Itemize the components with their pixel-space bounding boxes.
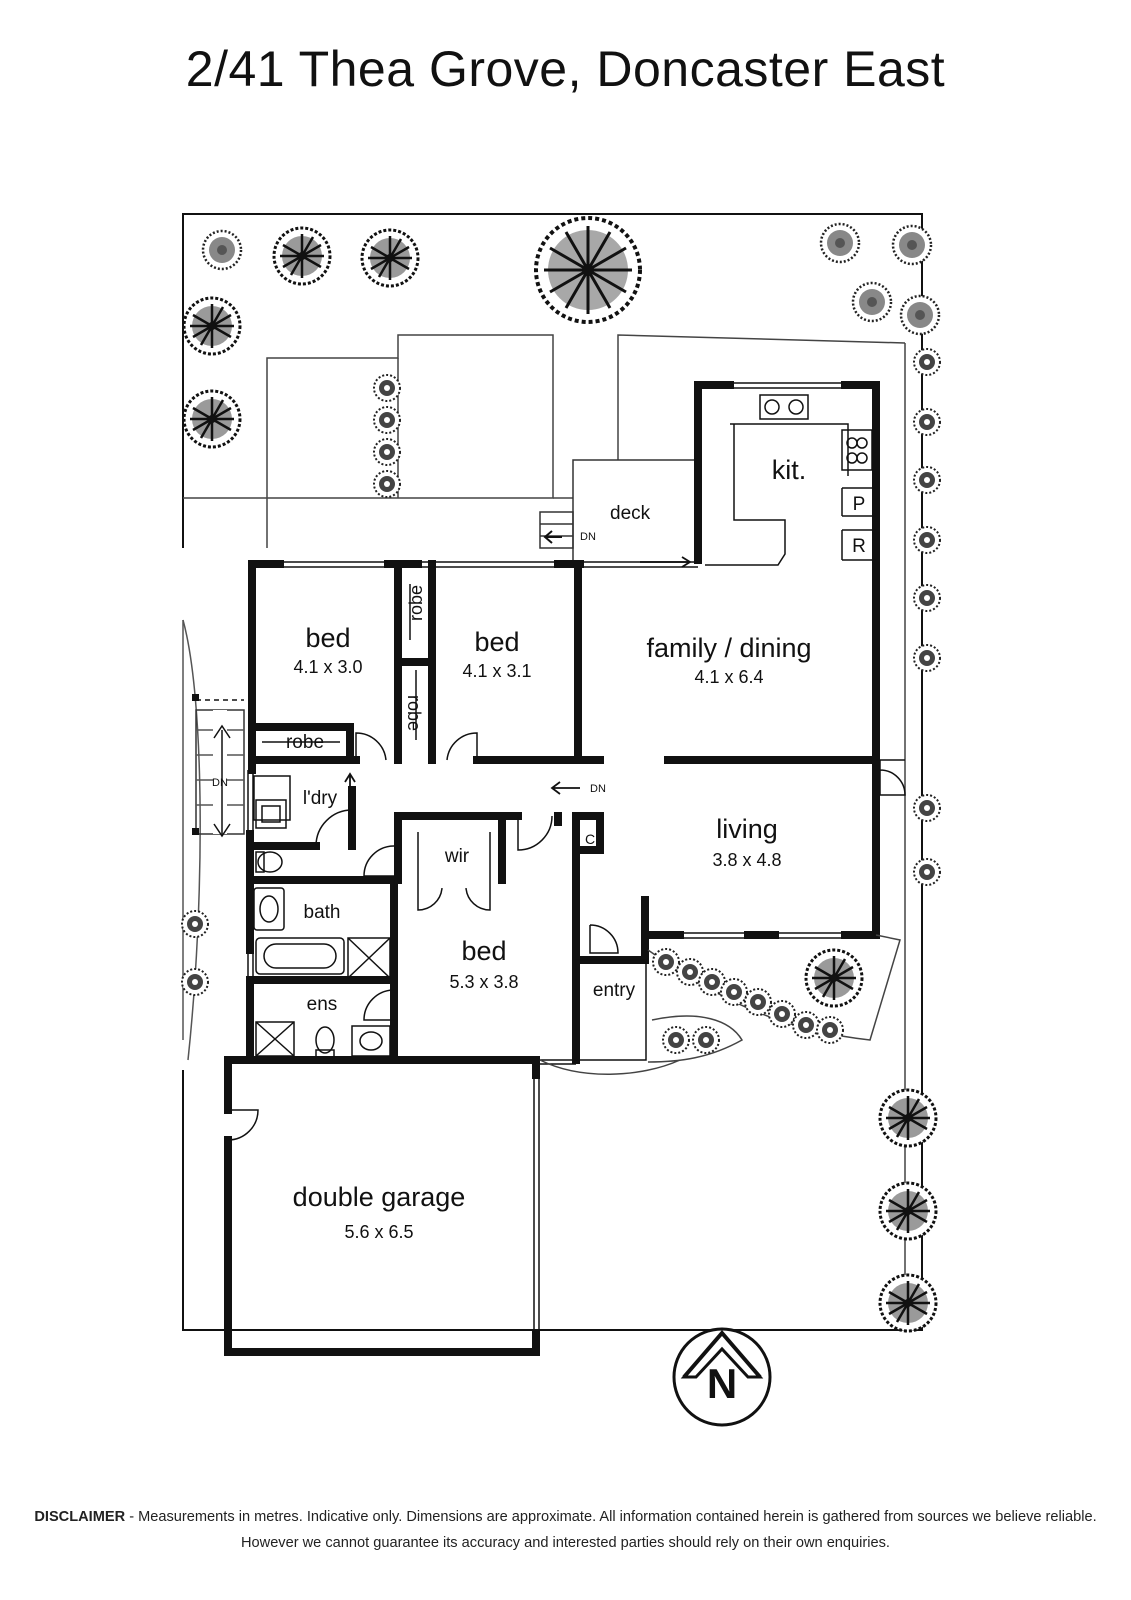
disclaimer-heading: DISCLAIMER (34, 1509, 126, 1525)
deck-area (539, 459, 698, 560)
windows-and-fittings (227, 382, 906, 1334)
hall-down-label: DN (590, 783, 606, 795)
cupboard-label: C (585, 831, 595, 847)
bed2-dims: 4.1 x 3.1 (462, 661, 531, 681)
stair-arrows (344, 556, 692, 800)
property-address-title: 2/41 Thea Grove, Doncaster East (185, 41, 946, 97)
pantry-label: P (853, 494, 866, 515)
garage-name: double garage (293, 1182, 466, 1212)
north-arrow-label: N (707, 1360, 737, 1407)
bed2-name: bed (474, 627, 519, 657)
ensuite-label: ens (307, 994, 338, 1015)
living-name: living (716, 814, 778, 844)
robe-label-upper: robe (406, 585, 426, 621)
landscaping (181, 216, 941, 1333)
side-path (182, 619, 245, 1061)
entry-label: entry (593, 980, 636, 1001)
bed3-dims: 5.3 x 3.8 (449, 972, 518, 992)
garage-dims: 5.6 x 6.5 (344, 1222, 413, 1242)
disclaimer-text: - Measurements in metres. Indicative onl… (125, 1509, 1097, 1551)
property-boundary (182, 213, 923, 1331)
north-arrow-icon (672, 1327, 772, 1427)
neighbour-outlines (183, 334, 906, 548)
deck-stair-arrow-icon (543, 530, 562, 544)
laundry-label: l'dry (303, 788, 338, 809)
bed1-dims: 4.1 x 3.0 (293, 657, 362, 677)
walls (224, 381, 880, 1356)
fridge-label: R (852, 536, 866, 557)
wir-label: wir (444, 846, 470, 867)
family-dining-dims: 4.1 x 6.4 (694, 667, 763, 687)
bed1-name: bed (305, 623, 350, 653)
side-steps-down-label: DN (212, 777, 228, 789)
living-dims: 3.8 x 4.8 (712, 850, 781, 870)
family-dining-name: family / dining (646, 633, 811, 663)
deck-down-label: DN (580, 531, 596, 543)
bath-label: bath (304, 902, 341, 923)
disclaimer: DISCLAIMER - Measurements in metres. Ind… (30, 1504, 1101, 1556)
bed1-robe-label: robe (286, 732, 324, 753)
kitchen-label: kit. (772, 455, 807, 485)
bed3-name: bed (461, 936, 506, 966)
deck-label: deck (610, 503, 651, 524)
robe-label-lower: robe (404, 695, 424, 731)
